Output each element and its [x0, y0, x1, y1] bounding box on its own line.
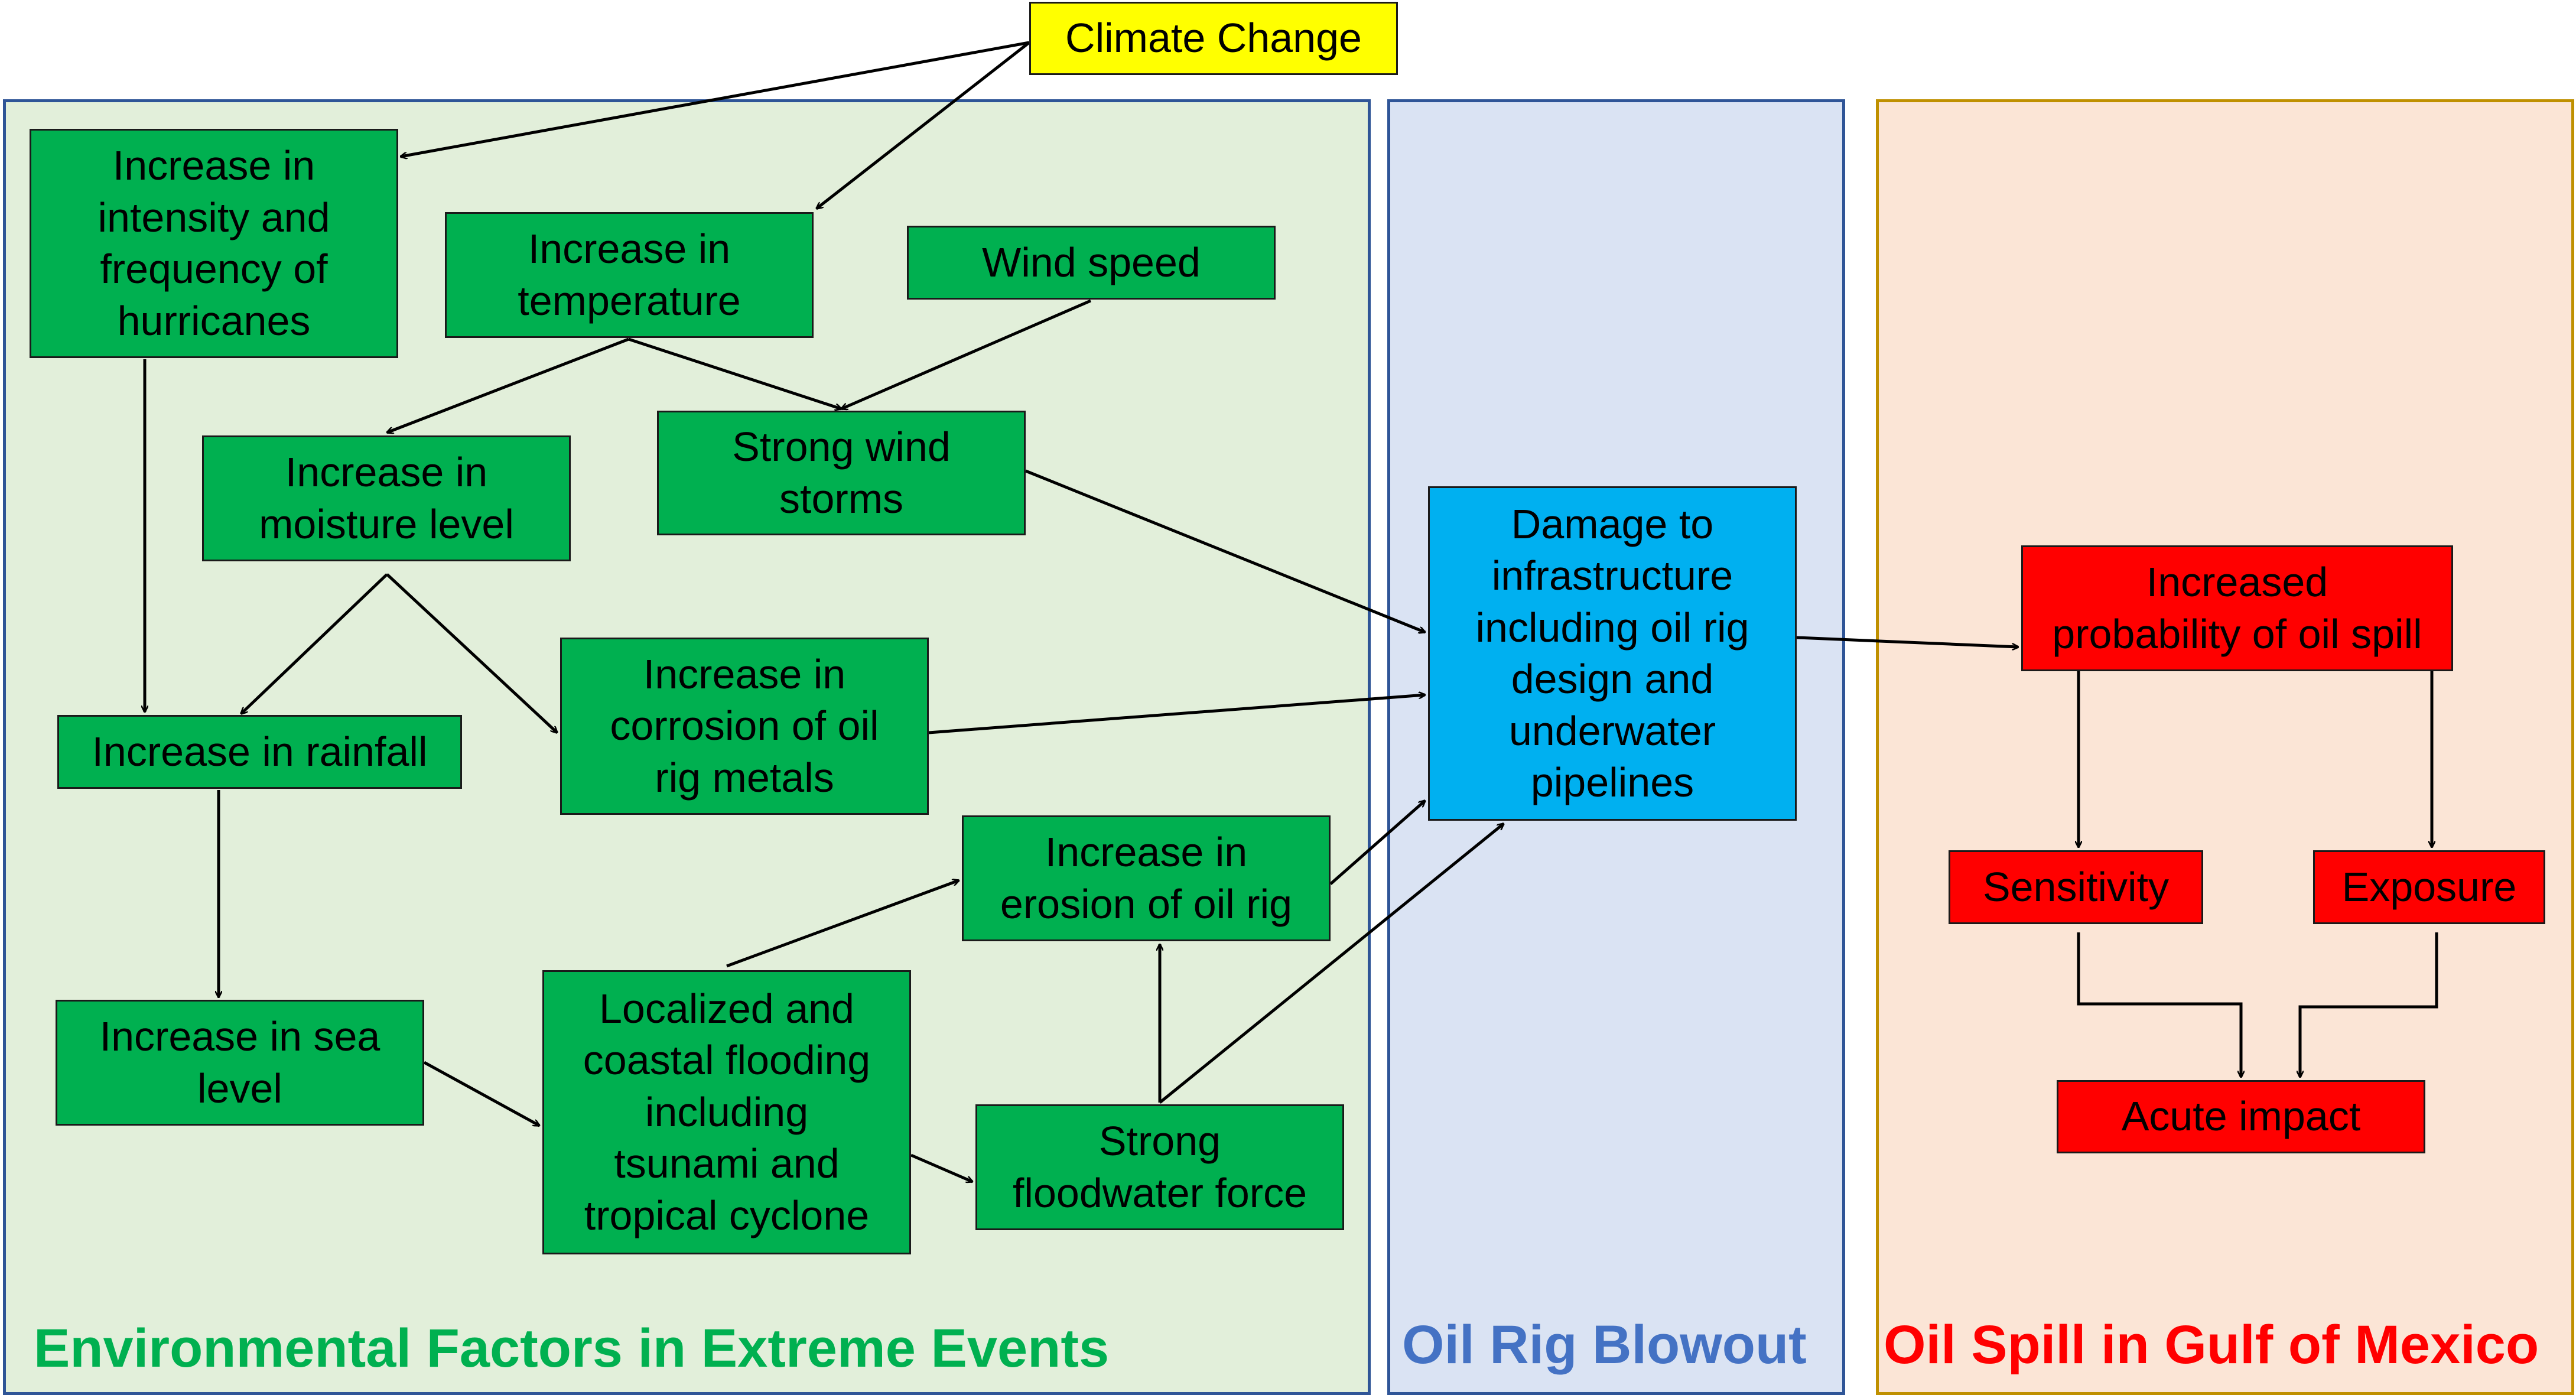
node-temperature: Increase in temperature	[445, 212, 814, 338]
node-sea-level: Increase in sea level	[56, 1000, 424, 1126]
arrow-exposure-to-acute-impact	[2300, 932, 2438, 1077]
arrow-moisture-to-rainfall	[241, 573, 388, 714]
arrow-sea-level-to-flooding	[423, 1061, 539, 1127]
node-rainfall: Increase in rainfall	[57, 715, 462, 789]
panel-title-environmental-factors: Environmental Factors in Extreme Events	[34, 1318, 1110, 1379]
node-hurricanes: Increase in intensity and frequency of h…	[30, 129, 398, 358]
node-erosion: Increase in erosion of oil rig	[962, 815, 1331, 941]
node-moisture-level: Increase in moisture level	[202, 435, 571, 561]
node-strong-wind-storms: Strong wind storms	[657, 411, 1026, 535]
panel-title-oil-spill: Oil Spill in Gulf of Mexico	[1884, 1315, 2539, 1375]
panel-oil-spill	[1876, 99, 2574, 1395]
node-sensitivity: Sensitivity	[1949, 850, 2203, 924]
arrow-corrosion-to-damage	[928, 695, 1425, 734]
arrow-erosion-to-damage	[1329, 801, 1425, 885]
node-coastal-flooding: Localized and coastal flooding including…	[542, 970, 911, 1254]
arrow-moisture-to-corrosion	[386, 573, 557, 733]
node-wind-speed: Wind speed	[907, 226, 1276, 300]
node-infrastructure-damage: Damage to infrastructure including oil r…	[1428, 486, 1797, 821]
node-acute-impact: Acute impact	[2057, 1080, 2425, 1153]
arrow-sensitivity-to-acute-impact	[2077, 932, 2241, 1077]
arrow-temperature-to-wind-storms	[628, 337, 841, 409]
node-oil-spill-probability: Increased probability of oil spill	[2021, 545, 2453, 671]
arrow-floodwater-to-damage	[1159, 824, 1504, 1104]
panel-title-oil-rig-blowout: Oil Rig Blowout	[1402, 1315, 1807, 1375]
arrow-climate-change-to-hurricanes	[401, 41, 1030, 157]
node-climate-change: Climate Change	[1029, 2, 1398, 75]
arrow-damage-to-probability	[1796, 636, 2018, 647]
node-floodwater-force: Strong floodwater force	[975, 1104, 1344, 1230]
arrow-climate-change-to-temperature	[817, 41, 1030, 209]
arrow-wind-speed-to-wind-storms	[841, 299, 1091, 409]
node-corrosion: Increase in corrosion of oil rig metals	[560, 638, 929, 815]
arrow-flooding-to-floodwater	[910, 1153, 972, 1182]
arrow-temperature-to-moisture	[387, 337, 629, 433]
node-exposure: Exposure	[2313, 850, 2545, 924]
arrow-wind-storms-to-damage	[1025, 469, 1425, 632]
arrow-flooding-to-erosion	[726, 880, 959, 968]
